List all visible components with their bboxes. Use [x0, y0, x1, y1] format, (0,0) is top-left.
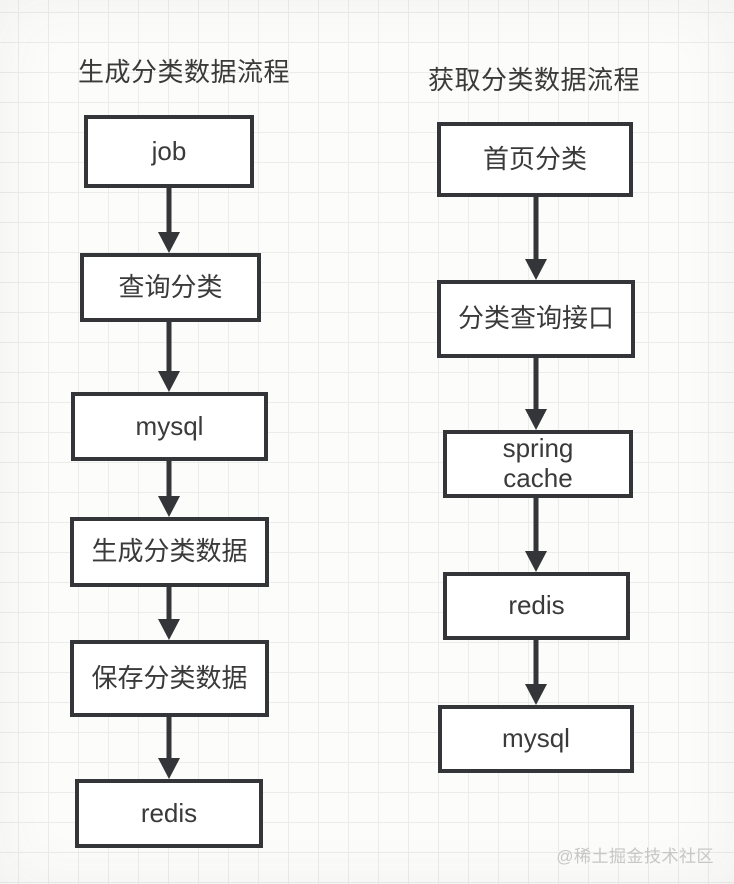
- arrow-shaft: [166, 717, 172, 761]
- arrow-down-icon: [157, 587, 181, 640]
- node-spring-cache: spring cache: [443, 430, 633, 498]
- arrow-shaft: [533, 358, 539, 412]
- node-save-category-data: 保存分类数据: [70, 640, 269, 717]
- node-mysql-right: mysql: [438, 705, 634, 773]
- watermark: @稀土掘金技术社区: [556, 847, 714, 866]
- node-generate-category-data: 生成分类数据: [70, 517, 269, 587]
- node-redis-left: redis: [75, 779, 263, 848]
- node-job: job: [84, 115, 254, 188]
- arrow-down-icon: [524, 640, 548, 705]
- node-home-category: 首页分类: [437, 122, 633, 197]
- node-redis-right: redis: [443, 572, 630, 640]
- arrow-down-icon: [157, 717, 181, 779]
- arrow-head: [158, 496, 180, 517]
- arrow-shaft: [533, 197, 539, 262]
- arrow-shaft: [166, 322, 172, 374]
- arrow-down-icon: [157, 461, 181, 517]
- arrow-head: [525, 551, 547, 572]
- arrow-head: [525, 409, 547, 430]
- arrow-head: [158, 232, 180, 253]
- arrow-head: [158, 371, 180, 392]
- arrow-shaft: [166, 188, 172, 235]
- arrow-down-icon: [157, 188, 181, 253]
- arrow-head: [525, 684, 547, 705]
- arrow-down-icon: [524, 498, 548, 572]
- node-category-query-api: 分类查询接口: [437, 280, 635, 358]
- arrow-shaft: [533, 498, 539, 554]
- node-mysql-left: mysql: [71, 392, 268, 461]
- flow-title-fetch: 获取分类数据流程: [428, 65, 641, 95]
- arrow-down-icon: [157, 322, 181, 392]
- arrow-shaft: [533, 640, 539, 687]
- node-query-category: 查询分类: [80, 253, 261, 322]
- arrow-shaft: [166, 461, 172, 499]
- arrow-down-icon: [524, 197, 548, 280]
- arrow-head: [158, 758, 180, 779]
- arrow-down-icon: [524, 358, 548, 430]
- arrow-head: [158, 619, 180, 640]
- arrow-head: [525, 259, 547, 280]
- arrow-shaft: [166, 587, 172, 622]
- flow-title-generate: 生成分类数据流程: [78, 57, 291, 87]
